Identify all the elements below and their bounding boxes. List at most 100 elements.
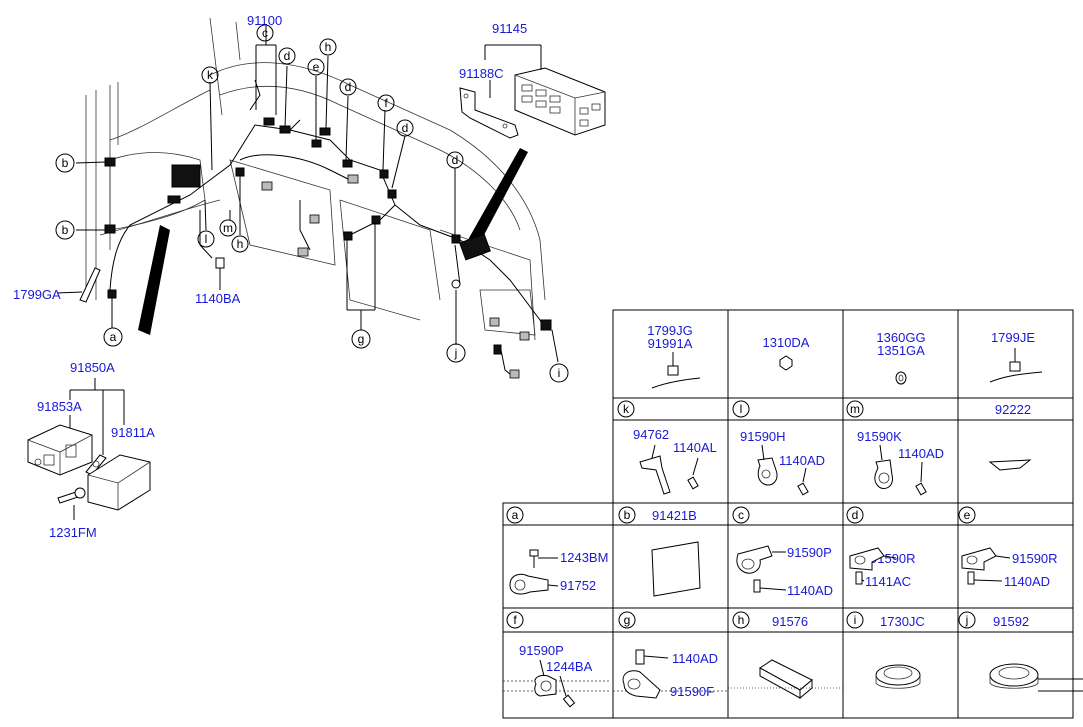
- clamp-91590r-d: [849, 547, 885, 571]
- clip-1799je: [1009, 361, 1021, 372]
- marker-f: f: [384, 96, 388, 110]
- bolt-1140ad-g: [635, 649, 645, 665]
- marker-g: g: [358, 332, 365, 346]
- clamp-91590p-f: [534, 675, 557, 697]
- bolt-1140ad-e: [967, 571, 975, 585]
- marker-b-1: b: [62, 156, 69, 170]
- clip-91991a: [667, 365, 679, 376]
- clip-d4: [451, 234, 461, 244]
- bolt-1140ad-m: [915, 482, 927, 496]
- callout-91100: 91100: [247, 13, 282, 28]
- connector-8: [493, 344, 502, 355]
- header-b: b: [624, 508, 631, 522]
- header-92222: 92222: [995, 402, 1031, 417]
- sub-assembly-91850a: 91850A 91853A 91811A 1231FM: [27, 360, 155, 540]
- connector-6: [519, 331, 530, 341]
- marker-d-3: d: [402, 121, 409, 135]
- grommet-i: [540, 319, 552, 331]
- left-pillar-trim: [138, 225, 170, 335]
- bracket-91188c: [459, 87, 519, 139]
- header-91421b: 91421B: [652, 508, 697, 523]
- clip-d2: [342, 159, 353, 168]
- legend-row-2-headers: k l m 92222: [617, 400, 1031, 418]
- header-91576: 91576: [772, 614, 808, 629]
- header-l: l: [740, 402, 743, 416]
- clip-h: [235, 167, 245, 177]
- marker-a: a: [110, 330, 117, 344]
- legend-row-4-headers: f g h 91576 i 1730JC j 91592: [506, 611, 1029, 629]
- marker-d-4: d: [452, 153, 459, 167]
- marker-e: e: [313, 60, 320, 74]
- callout-91145: 91145: [492, 21, 527, 36]
- marker-h-1: h: [325, 40, 332, 54]
- legend-91590k: 91590K: [857, 429, 902, 444]
- legend-1799jg: 1799JG: [647, 323, 693, 338]
- legend-91991a: 91991A: [648, 336, 693, 351]
- bolt-1140ad-c: [753, 579, 761, 593]
- clamp-91590p-c: [736, 545, 773, 574]
- legend-1140ad-c: 1140AD: [787, 583, 833, 598]
- header-d: d: [852, 508, 859, 522]
- header-h: h: [738, 613, 745, 627]
- clip-e: [319, 127, 331, 136]
- marker-i: i: [558, 366, 561, 380]
- callout-1140ba: 1140BA: [195, 291, 241, 306]
- header-f: f: [513, 613, 517, 627]
- harness-connectors: [104, 117, 552, 379]
- header-91592: 91592: [993, 614, 1029, 629]
- main-letter-markers: c d h e d k f d d b b m l h a g j i: [55, 24, 569, 383]
- nut-1310da: [779, 355, 793, 371]
- clip-a: [107, 289, 117, 299]
- header-i: i: [854, 613, 857, 627]
- legend-91590r-e: 91590R: [1012, 551, 1058, 566]
- header-j: j: [965, 613, 969, 627]
- tie-strap-1799ga: [79, 267, 101, 303]
- legend-91590f: 91590F: [670, 684, 714, 699]
- legend-row-3: 1243BM 91752 91590P 1140AD 91590R 1141AC…: [509, 541, 1058, 598]
- marker-d-2: d: [345, 80, 352, 94]
- marker-d-1: d: [284, 49, 291, 63]
- clamp-91752: [509, 573, 549, 595]
- header-e: e: [964, 508, 971, 522]
- right-junction-block: [459, 233, 491, 261]
- marker-m: m: [223, 221, 233, 235]
- header-g: g: [624, 613, 631, 627]
- header-c: c: [738, 508, 744, 522]
- pad-91421b: [651, 541, 701, 597]
- header-k: k: [623, 402, 630, 416]
- callout-leaders: [56, 26, 559, 363]
- clip-d3: [387, 189, 397, 199]
- callout-91811a: 91811A: [111, 425, 155, 440]
- header-m: m: [850, 402, 860, 416]
- junction-block: [171, 164, 201, 188]
- bolt-1140ba: [215, 257, 225, 269]
- clamp-91590r-e: [961, 547, 997, 571]
- legend-1799je: 1799JE: [991, 330, 1035, 345]
- legend-94762: 94762: [633, 427, 669, 442]
- tie-strap-1799jg: [651, 377, 701, 389]
- marker-j: j: [454, 346, 458, 360]
- marker-b-2: b: [62, 223, 69, 237]
- callout-1799ga: 1799GA: [13, 287, 61, 302]
- connector-3: [309, 214, 320, 224]
- screw-1244ba: [562, 694, 576, 708]
- header-a: a: [512, 508, 519, 522]
- clip-b-lower: [104, 224, 116, 234]
- legend-1140al: 1140AL: [673, 440, 717, 455]
- clip-b-upper: [104, 157, 116, 167]
- clip-g2: [371, 215, 381, 225]
- legend-1140ad-e: 1140AD: [1004, 574, 1050, 589]
- bolt-1141ac: [855, 571, 863, 585]
- tape-92222: [988, 459, 1032, 471]
- callout-1231fm: 1231FM: [49, 525, 97, 540]
- grommet-1360gg: [895, 371, 907, 385]
- legend-row-4: 91590P 1244BA 1140AD 91590F: [503, 643, 1083, 708]
- legend-1351ga: 1351GA: [877, 343, 925, 358]
- connector-4: [347, 174, 359, 184]
- clamp-91590h: [757, 457, 778, 486]
- grommet-1730jc: [875, 664, 921, 686]
- legend-1140ad-l: 1140AD: [779, 453, 825, 468]
- header-1730jc: 1730JC: [880, 614, 925, 629]
- clamp-91590f: [622, 670, 661, 699]
